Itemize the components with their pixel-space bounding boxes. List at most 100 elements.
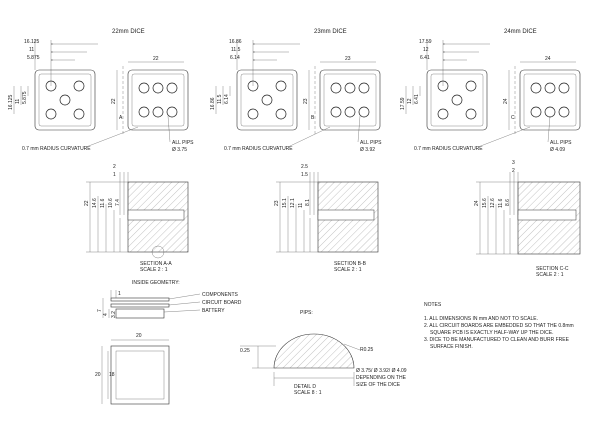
top-dimensions: 16.125 11 5.875 <box>24 39 98 86</box>
dice-view-22: 22mm DICE 16.125 11 5.875 16.125 11 5 <box>8 29 194 153</box>
curvature-label: 0.7 mm RADIUS CURVATURE <box>414 146 483 152</box>
die-side-view: 23 23 B <box>303 56 381 134</box>
svg-text:22: 22 <box>153 56 159 62</box>
note-line: 2. ALL CIRCUIT BOARDS ARE EMBEDDED SO TH… <box>424 323 574 329</box>
svg-text:16.125: 16.125 <box>8 94 14 110</box>
section-letter: A <box>119 115 123 121</box>
die-front-face <box>236 69 298 131</box>
svg-text:11: 11 <box>29 47 34 53</box>
section-letter: C <box>511 115 515 121</box>
pips-label: ALL PIPS <box>550 140 572 146</box>
curvature-label: 0.7 mm RADIUS CURVATURE <box>22 146 91 152</box>
dice-title: 22mm DICE <box>112 29 145 35</box>
svg-text:0.25: 0.25 <box>240 348 250 354</box>
svg-text:18: 18 <box>109 372 115 378</box>
svg-text:11.6: 11.6 <box>498 198 504 208</box>
component-layer <box>110 297 170 302</box>
svg-text:11.5: 11.5 <box>231 47 241 53</box>
dice-title: 24mm DICE <box>504 29 537 35</box>
battery-layer <box>115 308 165 319</box>
callout-circuit-board: CIRCUIT BOARD <box>202 300 242 306</box>
svg-text:3.2: 3.2 <box>111 311 117 318</box>
dice-view-23: 23mm DICE 16.86 11.5 6.14 16.86 11.5 6.1… <box>210 29 382 153</box>
svg-text:2: 2 <box>512 168 515 174</box>
svg-text:2.5: 2.5 <box>301 164 308 170</box>
die-front-inner <box>240 73 294 127</box>
inside-square-outer <box>110 345 170 405</box>
svg-text:11.6: 11.6 <box>100 198 106 208</box>
svg-text:5.875: 5.875 <box>22 91 28 104</box>
callout-battery: BATTERY <box>202 308 225 314</box>
pips-five <box>247 80 287 120</box>
svg-text:DEPENDING ON THE: DEPENDING ON THE <box>356 375 407 381</box>
section-scale: SCALE 2 : 1 <box>536 272 564 278</box>
pips-label: ALL PIPS <box>360 140 382 146</box>
die-front-face <box>34 69 96 131</box>
svg-text:23: 23 <box>274 200 280 206</box>
callout-components: COMPONENTS <box>202 292 239 298</box>
pcb-slot <box>517 209 577 221</box>
svg-text:3: 3 <box>512 160 515 166</box>
pips-title: PIPS: <box>300 310 313 316</box>
svg-text:20: 20 <box>136 333 142 339</box>
section-scale: SCALE 2 : 1 <box>140 267 168 273</box>
pips-size: Ø 3.92 <box>360 147 375 153</box>
svg-text:16.86: 16.86 <box>210 97 216 110</box>
die-front-inner <box>38 73 92 127</box>
pips-size: Ø 3.75 <box>172 147 187 153</box>
notes-block: NOTES 1. ALL DIMENSIONS IN mm AND NOT TO… <box>424 302 574 350</box>
svg-text:10.6: 10.6 <box>108 198 114 208</box>
side-dimensions: 16.86 11.5 6.14 <box>210 86 231 114</box>
note-line: SURFACE FINISH. <box>430 344 473 350</box>
svg-text:Ø 3.75/ Ø 3.92/ Ø 4.09: Ø 3.75/ Ø 3.92/ Ø 4.09 <box>356 368 407 374</box>
svg-text:7: 7 <box>97 309 103 312</box>
inside-geometry-title: INSIDE GEOMETRY: <box>132 280 180 286</box>
section-b: 2.5 1.5 23 15.1 12.1 11 8.1 SECTION B-B … <box>274 164 379 273</box>
svg-text:4: 4 <box>103 313 109 316</box>
pips-five <box>45 80 85 120</box>
svg-text:17.59: 17.59 <box>419 39 432 45</box>
svg-text:22: 22 <box>84 200 90 206</box>
svg-text:11: 11 <box>15 99 21 104</box>
svg-text:15.6: 15.6 <box>482 198 488 208</box>
detail-scale: SCALE 8 : 1 <box>294 390 322 396</box>
pcb-slot <box>317 209 375 221</box>
section-label: SECTION B-B <box>334 261 367 267</box>
svg-text:24: 24 <box>474 200 480 206</box>
inside-square-inner <box>115 350 165 400</box>
pcb-slot <box>127 209 185 221</box>
section-c: 3 2 24 15.6 12.6 11.6 8.6 SECTION C-C SC… <box>474 160 581 278</box>
svg-text:17.59: 17.59 <box>400 97 406 110</box>
svg-text:24: 24 <box>503 98 509 104</box>
svg-text:6.41: 6.41 <box>420 55 430 61</box>
notes-title: NOTES <box>424 302 442 308</box>
die-side-view: 22 22 A <box>111 56 189 134</box>
section-scale: SCALE 2 : 1 <box>334 267 362 273</box>
svg-text:23: 23 <box>303 98 309 104</box>
detail-label: DETAIL D <box>294 384 316 390</box>
inside-geometry: INSIDE GEOMETRY: 1 7 4 3.2 COMPONENTS CI… <box>95 280 242 405</box>
svg-text:2: 2 <box>113 164 116 170</box>
die-front-inner <box>430 73 484 127</box>
dice-view-24: 24mm DICE 17.59 12 6.41 17.59 12 6.41 <box>400 29 581 153</box>
svg-text:11.5: 11.5 <box>217 94 223 104</box>
section-label: SECTION A-A <box>140 261 172 267</box>
svg-text:15.1: 15.1 <box>282 198 288 208</box>
side-dimensions: 16.125 11 5.875 <box>8 86 29 114</box>
die-side-view: 24 24 C <box>503 56 581 134</box>
top-dimensions: 16.86 11.5 6.14 <box>229 39 300 86</box>
die-front-face <box>426 69 488 131</box>
svg-text:6.14: 6.14 <box>224 94 230 104</box>
svg-text:24: 24 <box>545 56 551 62</box>
section-letter: B <box>311 115 315 121</box>
section-label: SECTION C-C <box>536 266 569 272</box>
svg-text:1: 1 <box>118 291 121 297</box>
side-dimensions: 17.59 12 6.41 <box>400 86 421 114</box>
svg-text:5.875: 5.875 <box>27 55 40 61</box>
pip-profile <box>273 333 355 369</box>
svg-text:8.1: 8.1 <box>305 199 311 206</box>
svg-text:1: 1 <box>113 172 116 178</box>
svg-text:SIZE OF THE DICE: SIZE OF THE DICE <box>356 382 401 388</box>
circuit-board-layer <box>110 303 170 308</box>
svg-text:14.6: 14.6 <box>92 198 98 208</box>
